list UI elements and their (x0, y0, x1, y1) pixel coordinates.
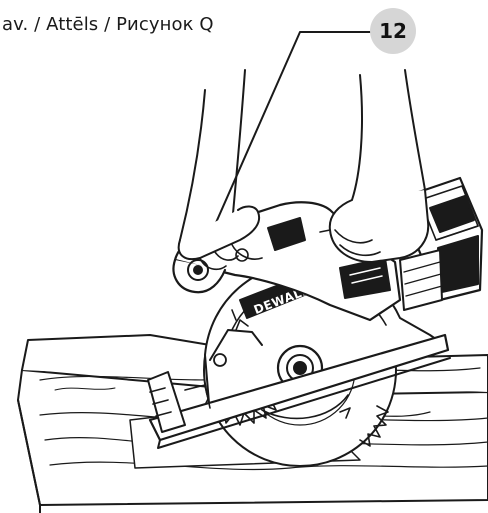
figure-caption: av. / Attēls / Рисунок Q (2, 14, 214, 35)
left-hand (177, 69, 260, 271)
battery-pack (399, 176, 484, 311)
callout-number-badge: 12 (370, 8, 416, 54)
right-hand (319, 69, 430, 263)
callout-leader-line (195, 31, 373, 269)
lower-guard-lever (209, 329, 263, 367)
base-plate (147, 333, 451, 449)
